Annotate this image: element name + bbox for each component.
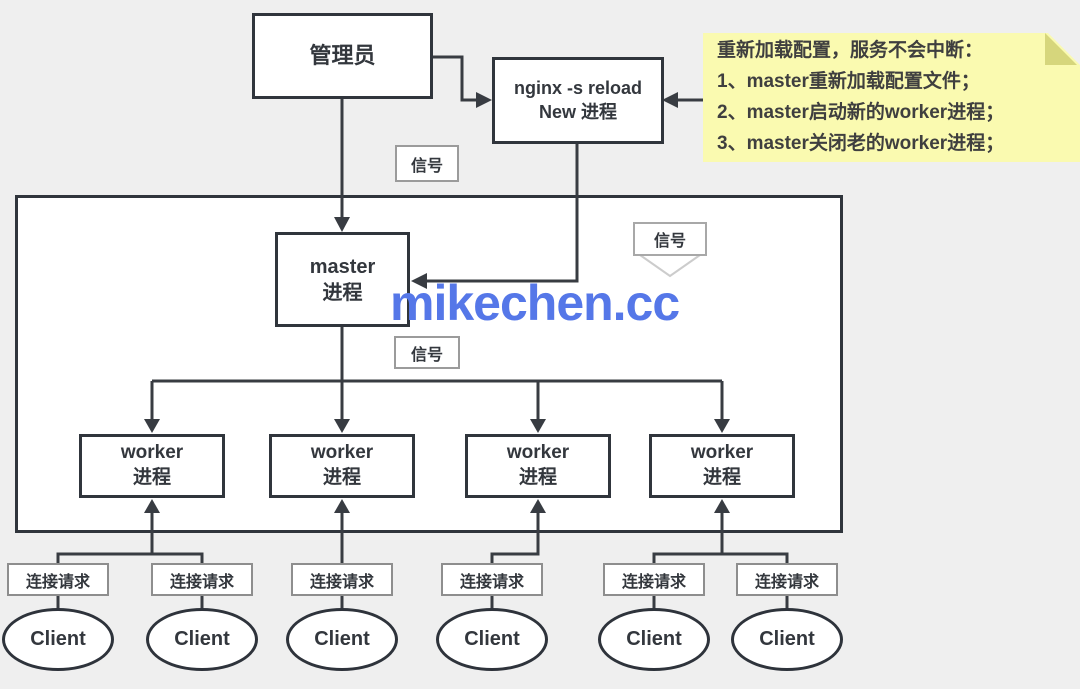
arrowhead-left: [662, 92, 678, 108]
client-node-4: Client: [436, 608, 548, 671]
arrowhead-right: [476, 92, 492, 108]
client-node-5: Client: [598, 608, 710, 671]
admin-to-reload-line: [433, 55, 478, 102]
client-node-6: Client: [731, 608, 843, 671]
worker-label: worker: [310, 442, 374, 464]
request-text: 连接请求: [169, 573, 234, 591]
connection-request-label-1: 连接请求: [7, 563, 109, 596]
requests-to-worker4-line: [652, 509, 789, 563]
connection-request-label-2: 连接请求: [151, 563, 253, 596]
signal-text: 信号: [653, 233, 686, 250]
client-text: Client: [626, 628, 682, 650]
worker-process-label: 进程: [702, 467, 741, 488]
master-label: master: [309, 255, 376, 278]
master-process-label: 进程: [322, 281, 363, 304]
worker-label: worker: [506, 442, 570, 464]
client-text: Client: [464, 628, 520, 650]
arrowhead-down: [714, 419, 730, 433]
signal-label-master: 信号: [394, 336, 460, 369]
worker-process-node-4: worker 进程: [649, 434, 795, 498]
arrowhead-down: [334, 217, 350, 232]
worker-process-label: 进程: [132, 467, 171, 488]
worker-process-node-2: worker 进程: [269, 434, 415, 498]
worker-process-label: 进程: [322, 467, 361, 488]
worker-process-node-1: worker 进程: [79, 434, 225, 498]
arrowhead-down: [334, 419, 350, 433]
request-text: 连接请求: [459, 573, 524, 591]
request-text: 连接请求: [309, 573, 374, 591]
signal-callout-pointer: [639, 254, 701, 278]
client-node-1: Client: [2, 608, 114, 671]
new-process-label: New 进程: [538, 101, 617, 122]
signal-text: 信号: [410, 157, 443, 175]
client-text: Client: [759, 628, 815, 650]
client-text: Client: [314, 628, 370, 650]
admin-node: 管理员: [252, 13, 433, 99]
connection-request-label-6: 连接请求: [736, 563, 838, 596]
request-text: 连接请求: [621, 573, 686, 591]
signal-callout-reload: 信号: [633, 222, 707, 256]
worker-process-label: 进程: [518, 467, 557, 488]
connection-request-label-4: 连接请求: [441, 563, 543, 596]
client-text: Client: [174, 628, 230, 650]
arrowhead-up: [530, 499, 546, 513]
reload-explanation-note: 重新加载配置，服务不会中断： 1、master重新加载配置文件； 2、maste…: [703, 33, 1080, 162]
reload-to-master-line: [426, 144, 579, 283]
note-title: 重新加载配置，服务不会中断：: [717, 40, 984, 61]
arrowhead-left: [411, 273, 427, 289]
request-text: 连接请求: [754, 573, 819, 591]
arrowhead-up: [714, 499, 730, 513]
request-to-worker3-line: [490, 509, 540, 563]
client-text: Client: [30, 628, 86, 650]
note-step-3: 3、master关闭老的worker进程；: [717, 133, 1005, 154]
signal-label-admin: 信号: [395, 145, 459, 182]
arrowhead-down: [144, 419, 160, 433]
note-step-2: 2、master启动新的worker进程；: [717, 102, 1005, 123]
requests-to-worker1-line: [56, 509, 204, 563]
admin-label: 管理员: [309, 42, 376, 68]
request-text: 连接请求: [25, 573, 90, 591]
note-fold-corner: [1045, 33, 1077, 65]
nginx-reload-command: nginx -s reload: [513, 78, 643, 99]
client-node-2: Client: [146, 608, 258, 671]
arrowhead-down: [530, 419, 546, 433]
note-step-1: 1、master重新加载配置文件；: [717, 71, 980, 92]
watermark-text: mikechen.cc: [390, 275, 680, 331]
worker-process-node-3: worker 进程: [465, 434, 611, 498]
signal-text: 信号: [410, 346, 443, 364]
client-node-3: Client: [286, 608, 398, 671]
worker-label: worker: [690, 442, 754, 464]
worker-label: worker: [120, 442, 184, 464]
arrowhead-up: [144, 499, 160, 513]
connection-request-label-5: 连接请求: [603, 563, 705, 596]
master-process-node: master 进程: [275, 232, 410, 327]
nginx-reload-node: nginx -s reload New 进程: [492, 57, 664, 144]
connection-request-label-3: 连接请求: [291, 563, 393, 596]
arrowhead-up: [334, 499, 350, 513]
